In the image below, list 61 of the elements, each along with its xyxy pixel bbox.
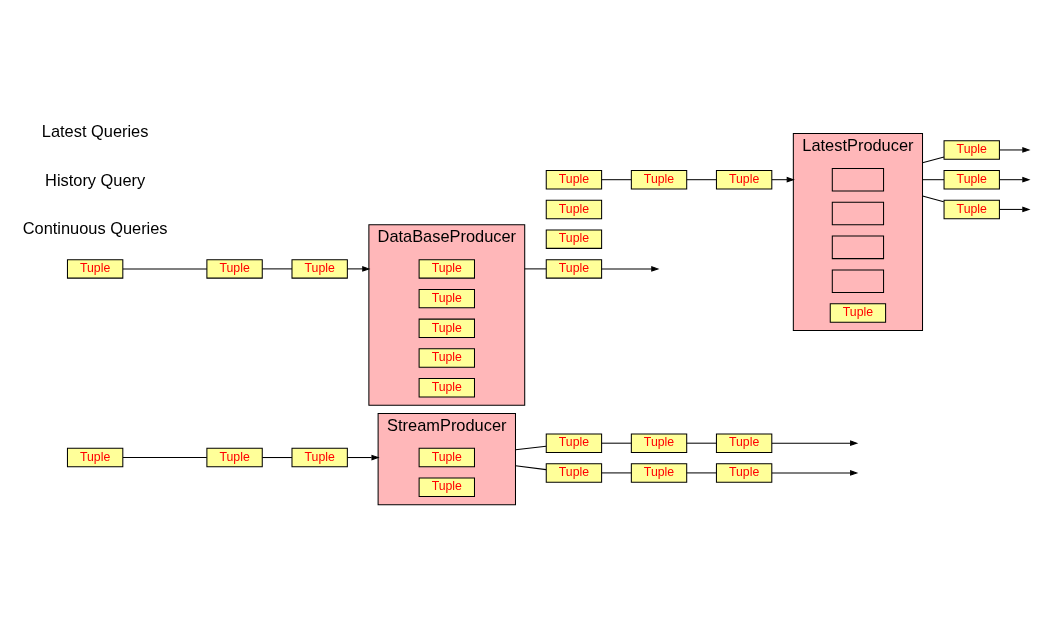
arrow bbox=[999, 206, 1031, 213]
node-box: Tuple bbox=[545, 433, 603, 453]
connector bbox=[601, 179, 632, 181]
node-box: Tuple bbox=[545, 199, 603, 220]
node-box: Tuple bbox=[545, 259, 603, 279]
node-box: Tuple bbox=[630, 433, 688, 453]
connector bbox=[601, 472, 632, 474]
node-box: Tuple bbox=[418, 348, 475, 368]
connector bbox=[514, 465, 547, 471]
connector bbox=[922, 179, 945, 181]
label: History Query bbox=[45, 170, 146, 189]
connector bbox=[922, 195, 945, 203]
connector bbox=[922, 156, 945, 164]
node-box: Tuple bbox=[66, 447, 124, 468]
arrow bbox=[999, 176, 1031, 183]
node-box: Tuple bbox=[630, 463, 688, 483]
node-box: Tuple bbox=[630, 169, 688, 190]
node-box: Tuple bbox=[545, 229, 603, 249]
node-box: Tuple bbox=[418, 318, 475, 339]
arrow bbox=[771, 470, 859, 476]
connector bbox=[686, 442, 717, 444]
node-box: Tuple bbox=[418, 288, 475, 309]
node-box: Tuple bbox=[206, 447, 263, 468]
node-box: Tuple bbox=[943, 199, 1000, 220]
label: Continuous Queries bbox=[22, 218, 168, 237]
node-box: Tuple bbox=[715, 433, 773, 453]
arrow bbox=[999, 147, 1031, 153]
label: Latest Queries bbox=[41, 122, 149, 141]
connector bbox=[514, 445, 547, 451]
connector bbox=[524, 268, 547, 270]
connector bbox=[686, 472, 717, 474]
node-box: Tuple bbox=[418, 447, 475, 468]
node-box: Tuple bbox=[943, 140, 1000, 160]
node-box: Tuple bbox=[291, 259, 348, 279]
node-box: Tuple bbox=[545, 169, 603, 190]
node-box bbox=[831, 269, 885, 293]
node-box: Tuple bbox=[418, 477, 475, 497]
node-box: Tuple bbox=[829, 303, 887, 323]
node-box: Tuple bbox=[715, 169, 773, 190]
arrow bbox=[601, 266, 660, 272]
node-box bbox=[831, 235, 885, 260]
node-box bbox=[831, 167, 885, 192]
node-box: Tuple bbox=[206, 259, 263, 279]
node-box: Tuple bbox=[715, 463, 773, 483]
node-box: Tuple bbox=[418, 378, 475, 398]
node-box: Tuple bbox=[545, 463, 603, 483]
connector bbox=[122, 457, 208, 459]
arrow bbox=[347, 266, 371, 272]
connector bbox=[261, 457, 293, 459]
arrow bbox=[771, 176, 795, 183]
connector bbox=[686, 179, 717, 181]
node-box: Tuple bbox=[66, 259, 124, 279]
node-box bbox=[831, 201, 885, 226]
connector bbox=[261, 268, 293, 270]
connector bbox=[601, 442, 632, 444]
arrow bbox=[347, 454, 380, 461]
arrow bbox=[771, 440, 859, 447]
node-box: Tuple bbox=[418, 259, 475, 279]
connector bbox=[122, 268, 208, 270]
node-box: Tuple bbox=[943, 169, 1000, 190]
node-box: Tuple bbox=[291, 447, 348, 468]
